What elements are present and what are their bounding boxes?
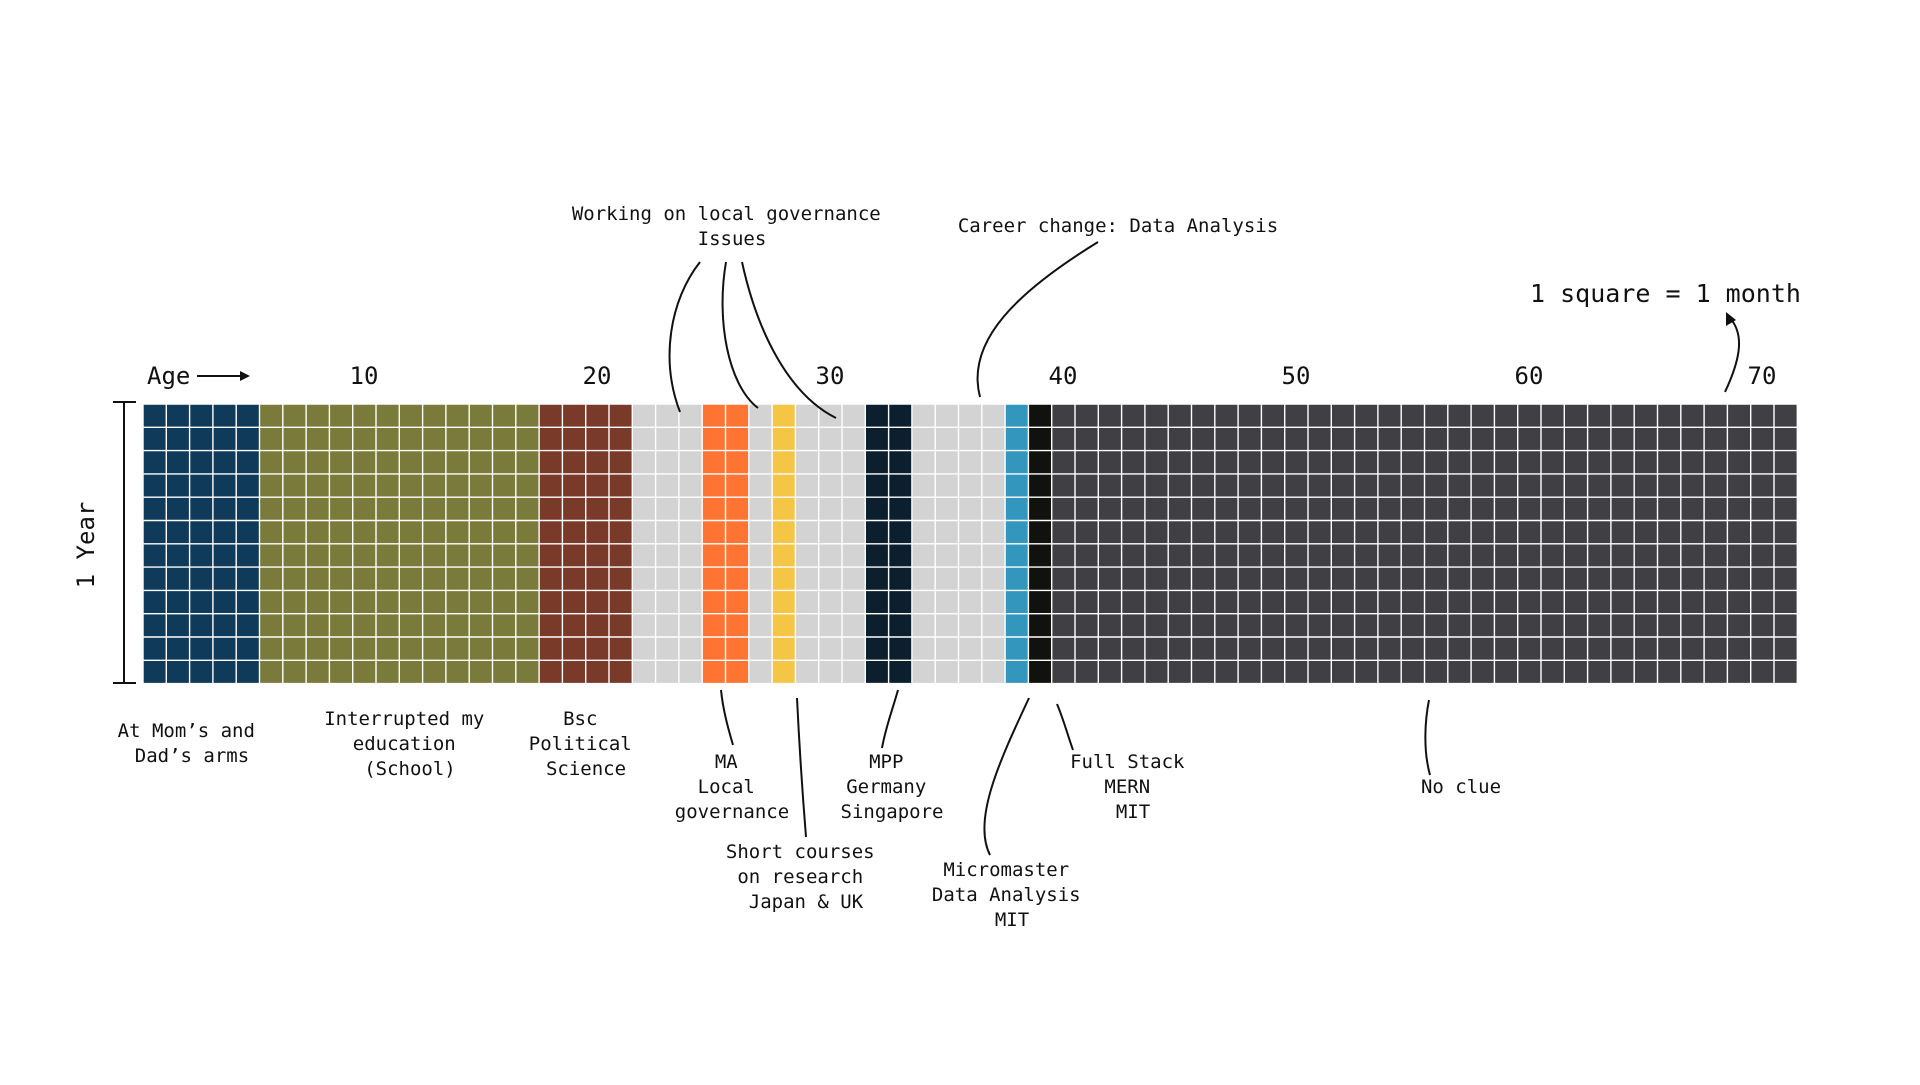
tick-label: 60 — [1515, 362, 1544, 390]
legend-text: 1 square = 1 month — [1530, 279, 1801, 308]
annotation-working-local-governance: Working on local governance Issues — [572, 203, 892, 250]
leader-line — [668, 261, 701, 413]
month-cell-lines — [142, 403, 1798, 685]
label-mpp: MPP Germany Singapore — [841, 751, 944, 823]
age-ticks: 10 20 30 40 50 60 70 — [350, 362, 1777, 390]
tick-label: 40 — [1049, 362, 1078, 390]
leader-line — [1056, 703, 1074, 751]
tick-label: 20 — [583, 362, 612, 390]
leader-line — [720, 689, 734, 746]
tick-label: 50 — [1282, 362, 1311, 390]
label-school: Interrupted my education (School) — [324, 708, 496, 780]
leader-line — [1424, 699, 1431, 776]
label-no-clue: No clue — [1421, 776, 1501, 798]
label-short-courses: Short courses on research Japan & UK — [726, 841, 886, 913]
label-micromaster: Micromaster Data Analysis MIT — [932, 859, 1092, 931]
leader-line — [881, 689, 899, 749]
leader-line — [983, 697, 1030, 856]
tick-label: 70 — [1748, 362, 1777, 390]
tick-label: 10 — [350, 362, 379, 390]
label-childhood: At Mom’s and Dad’s arms — [118, 720, 267, 767]
leader-line — [721, 261, 759, 409]
label-bsc: Bsc Political Science — [529, 708, 643, 780]
label-ma: MA Local governance — [675, 751, 789, 823]
tick-label: 30 — [816, 362, 845, 390]
leader-lines — [668, 241, 1431, 856]
age-arrow — [197, 371, 250, 381]
annotation-career-change: Career change: Data Analysis — [958, 215, 1278, 237]
leader-line — [796, 697, 807, 838]
year-bracket — [113, 401, 136, 684]
legend-arrow — [1724, 312, 1741, 393]
month-grid — [142, 403, 1798, 685]
age-label: Age — [147, 362, 190, 390]
leader-line — [741, 261, 837, 419]
year-label: 1 Year — [72, 502, 100, 589]
label-full-stack: Full Stack MERN MIT — [1070, 751, 1196, 823]
leader-line — [976, 241, 1099, 398]
